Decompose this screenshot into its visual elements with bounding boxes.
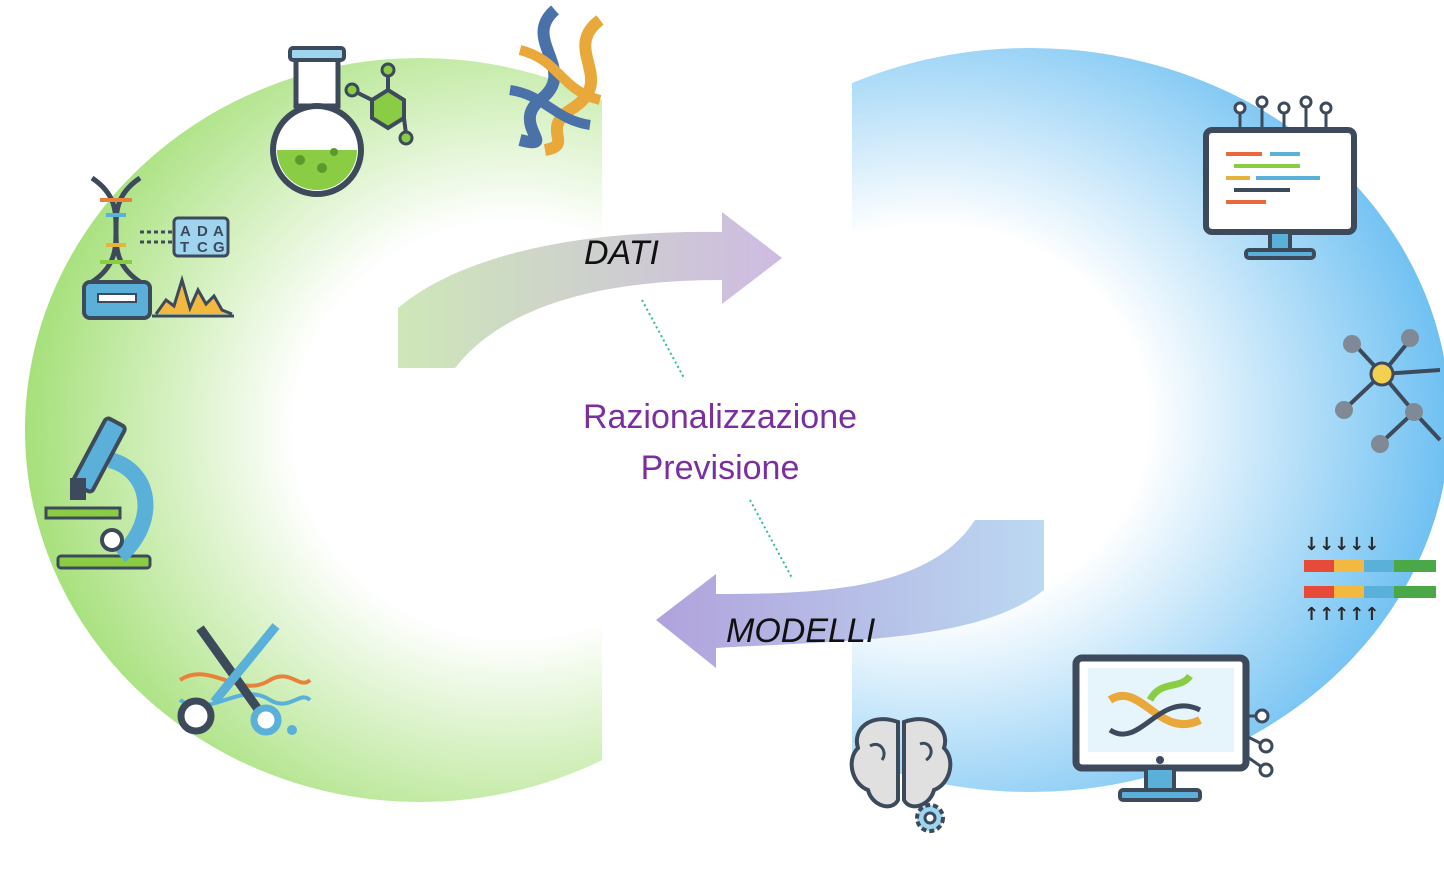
center-line-prediction: Previsione bbox=[640, 449, 800, 487]
left-ellipse bbox=[25, 58, 602, 802]
code-monitor-icon bbox=[1203, 95, 1357, 260]
network-graph-icon bbox=[1335, 329, 1442, 453]
svg-text:↑↑↑↑↑: ↑↑↑↑↑ bbox=[1304, 604, 1379, 625]
svg-text:C: C bbox=[197, 239, 208, 256]
svg-text:A: A bbox=[180, 223, 191, 240]
center-caption: Razionalizzazione Previsione bbox=[530, 392, 910, 494]
svg-text:A: A bbox=[213, 223, 224, 240]
microscope-icon bbox=[44, 416, 154, 570]
brain-gear-icon bbox=[849, 717, 953, 833]
sequence-alignment-icon: ↓↓↓↓↓ ↑↑↑↑↑ bbox=[1304, 534, 1436, 625]
flask-icon bbox=[270, 46, 414, 197]
molecular-model-monitor-icon bbox=[1072, 654, 1274, 802]
models-arrow-label: MODELLI bbox=[726, 612, 876, 650]
data-arrow-label: DATI bbox=[584, 234, 659, 272]
svg-text:↓↓↓↓↓: ↓↓↓↓↓ bbox=[1304, 534, 1379, 555]
gene-editing-scissors-icon bbox=[177, 623, 312, 736]
svg-text:T: T bbox=[180, 239, 189, 256]
center-line-rationalization: Razionalizzazione bbox=[582, 398, 858, 436]
svg-text:D: D bbox=[197, 223, 208, 240]
rna-strand-icon bbox=[509, 5, 604, 156]
connector-top bbox=[641, 299, 685, 379]
dna-sequencer-icon: A D A T C G bbox=[82, 175, 234, 320]
connector-bottom bbox=[749, 499, 793, 579]
models-arrow bbox=[656, 520, 1044, 668]
data-arrow bbox=[398, 212, 782, 368]
svg-text:G: G bbox=[213, 239, 225, 256]
